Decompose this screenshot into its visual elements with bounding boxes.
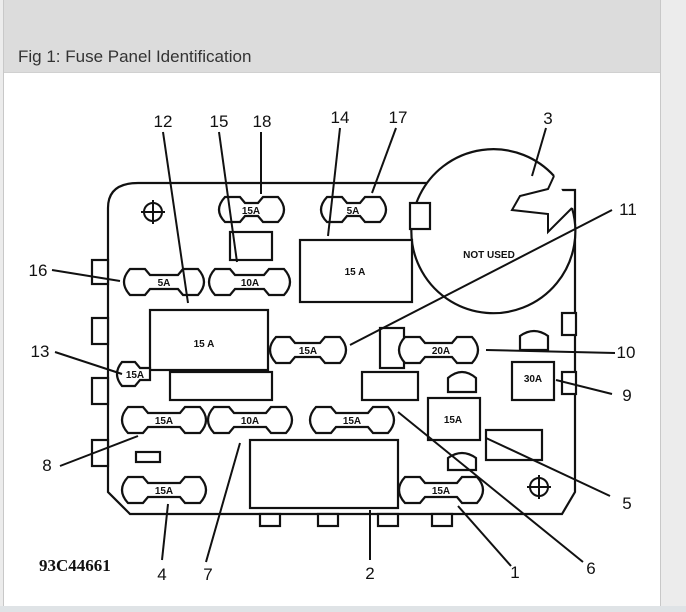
mounting-hole-top-left (141, 200, 165, 224)
figure-caption: Fig 1: Fuse Panel Identification (18, 47, 252, 66)
callout-18: 18 (253, 112, 272, 131)
fuse-label-4: 15A (155, 486, 173, 497)
fuse-label-15: 10A (241, 278, 259, 289)
fuse-clip (446, 370, 478, 394)
fuse-clip (518, 329, 550, 352)
fuse-socket-9 (510, 360, 556, 402)
callout-14: 14 (331, 108, 350, 127)
fuse-socket-5 (426, 396, 482, 442)
fuse-label-17: 5A (347, 206, 360, 217)
fuse-label-8: 15A (155, 416, 173, 427)
bottom-strip (0, 606, 686, 612)
fuse-label-9: 30A (524, 374, 542, 385)
callout-5: 5 (622, 494, 631, 513)
fuse-4: 15A (120, 475, 208, 505)
fuse-label-13: 15A (126, 370, 144, 381)
side-tab (90, 376, 110, 406)
callout-11: 11 (619, 200, 637, 219)
callout-4: 4 (157, 565, 166, 584)
caption-bar: Fig 1: Fuse Panel Identification (4, 0, 660, 73)
fuse-6: 15A (308, 405, 396, 435)
fuse-17: 5A (319, 195, 388, 224)
callout-7: 7 (203, 565, 212, 584)
side-tab (560, 311, 578, 337)
fuse-18: 15A (217, 195, 286, 224)
fuse-label-7: 10A (241, 416, 259, 427)
fuse-8: 15A (120, 405, 208, 435)
fuse-10: 20A (397, 335, 480, 365)
fuse-label-12: 15 A (194, 339, 215, 350)
not-used-label: NOT USED (463, 250, 515, 261)
fuse-label-11: 15A (299, 346, 317, 357)
callout-10: 10 (617, 343, 636, 362)
callout-9: 9 (622, 386, 631, 405)
figure-code: 93C44661 (39, 556, 111, 575)
connector-block-right (360, 370, 420, 402)
fuse-label-18: 15A (242, 206, 260, 217)
fuse-label-6: 15A (343, 416, 361, 427)
relay-14 (298, 238, 414, 304)
side-tab (90, 258, 110, 286)
fuse-label-10: 20A (432, 346, 450, 357)
bottom-tab (316, 512, 340, 528)
callout-17: 17 (389, 108, 408, 127)
callout-12: 12 (154, 112, 173, 131)
callout-1: 1 (510, 563, 519, 582)
fuse-label-16: 5A (158, 278, 171, 289)
leader-lines (51, 127, 616, 567)
relay-2 (248, 438, 400, 510)
relay-12 (148, 308, 270, 372)
bottom-tab (376, 512, 400, 528)
fuse-label-1: 15A (432, 486, 450, 497)
bottom-tab (430, 512, 454, 528)
mounting-hole-bottom-right (527, 475, 551, 499)
fuse-11: 15A (268, 335, 348, 365)
callout-2: 2 (365, 564, 374, 583)
not-used-relay-socket (408, 148, 577, 315)
fuse-7: 10A (206, 405, 294, 435)
callout-13: 13 (31, 342, 50, 361)
callout-8: 8 (42, 456, 51, 475)
callout-15: 15 (210, 112, 229, 131)
side-tab (90, 316, 110, 346)
fuse-13: 15A (115, 360, 152, 388)
connector-tiny (134, 450, 162, 464)
fuse-label-5: 15A (444, 415, 462, 426)
relay-corner (484, 428, 544, 462)
bottom-tab (258, 512, 282, 528)
fuse-label-14: 15 A (345, 267, 366, 278)
callout-16: 16 (29, 261, 48, 280)
callout-6: 6 (586, 559, 595, 578)
callout-3: 3 (543, 109, 552, 128)
fuse-15: 10A (207, 267, 292, 297)
connector-block (168, 370, 274, 402)
